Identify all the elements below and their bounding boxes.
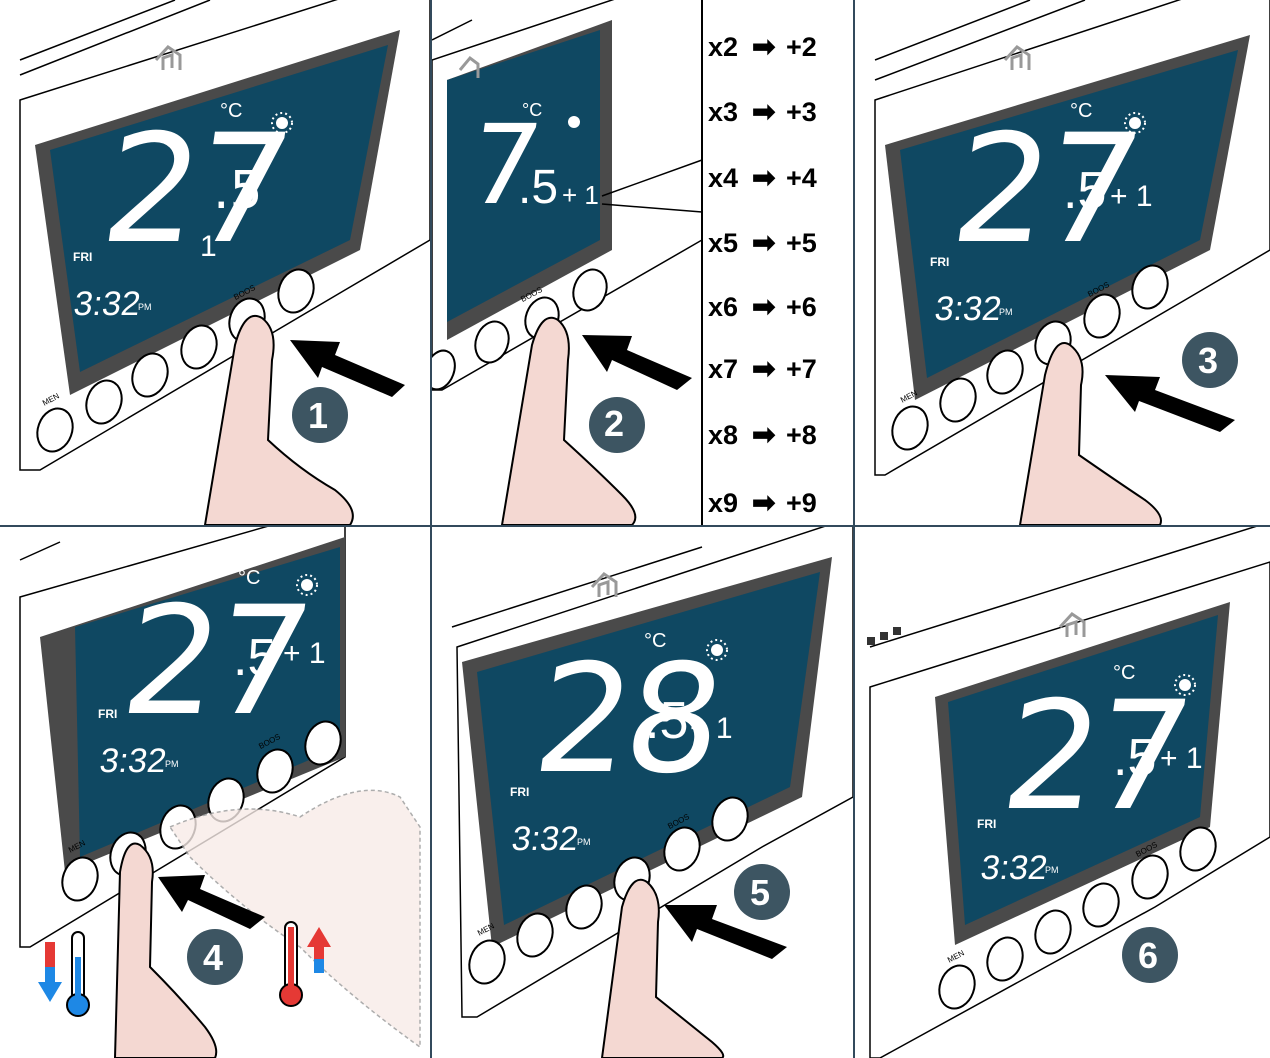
legend-result: +2: [786, 32, 817, 63]
sun-icon: [568, 116, 580, 128]
step-number: 1: [308, 395, 328, 437]
boost-indicator: + 1: [690, 712, 733, 746]
temperature-integer: 27: [94, 115, 294, 265]
panel-step-3: 27 .5 °C + 1 FRI 3:32 PM MEN BOOS 3: [855, 0, 1270, 525]
legend-row: x3 ➡ +3: [706, 97, 836, 137]
ghost-finger: [170, 790, 420, 1047]
legend-row: x8 ➡ +8: [706, 420, 836, 460]
unit-label: °C: [1070, 100, 1092, 123]
boost-indicator: 1: [200, 230, 217, 264]
temperature-decimal-digit: 5: [531, 161, 558, 214]
step-number: 4: [203, 937, 223, 979]
clock-time: 3:32: [71, 285, 143, 324]
legend-press: x9: [708, 488, 738, 519]
legend-result: +7: [786, 354, 817, 385]
temperature-decimal-digit: 5: [659, 692, 688, 750]
unit-label: °C: [238, 567, 260, 590]
boost-indicator: + 1: [1110, 180, 1153, 214]
panel-step-1: 27 .5 °C 1 FRI 3:32 PM MEN BOOS 1: [0, 0, 430, 525]
legend-press: x4: [708, 163, 738, 194]
day-label: FRI: [98, 707, 117, 721]
unit-label: °C: [522, 100, 542, 121]
boost-indicator: + 1: [1160, 742, 1203, 776]
ampm-label: PM: [577, 837, 591, 847]
legend-row: x2 ➡ +2: [706, 32, 836, 72]
arrow-right-icon: ➡: [752, 161, 775, 194]
legend-result: +4: [786, 163, 817, 194]
panel-step-4: 27 .5 °C + 1 FRI 3:32 PM MEN BOOS 4: [0, 527, 430, 1058]
legend-row: x6 ➡ +6: [706, 292, 836, 332]
press-arrow: [290, 340, 405, 397]
legend-row: x4 ➡ +4: [706, 163, 836, 203]
press-arrow: [582, 335, 692, 390]
clock-time: 3:32: [932, 290, 1004, 329]
temperature-decimal: .5: [1113, 732, 1156, 784]
temperature-decimal: .5: [233, 632, 276, 684]
legend-press: x7: [708, 354, 738, 385]
ampm-label: PM: [165, 759, 179, 769]
legend-press: x2: [708, 32, 738, 63]
temperature-decimal-digit: 5: [1127, 729, 1156, 787]
boost-indicator: + 1: [562, 180, 599, 211]
legend-row: x5 ➡ +5: [706, 228, 836, 268]
arrow-right-icon: ➡: [752, 95, 775, 128]
unit-label: °C: [1113, 662, 1135, 685]
legend-press: x3: [708, 97, 738, 128]
thermometer-cold-icon: [38, 932, 89, 1016]
arrow-right-icon: ➡: [752, 486, 775, 519]
step-number: 2: [604, 403, 624, 445]
legend-result: +9: [786, 488, 817, 519]
step-number: 3: [1198, 340, 1218, 382]
step-number: 5: [750, 872, 770, 914]
day-label: FRI: [73, 250, 92, 264]
ampm-label: PM: [1045, 865, 1059, 875]
legend-row: x9 ➡ +9: [706, 488, 836, 528]
legend-press: x5: [708, 228, 738, 259]
clock-time: 3:32: [978, 849, 1050, 888]
legend-press: x8: [708, 420, 738, 451]
arrow-right-icon: ➡: [752, 30, 775, 63]
arrow-right-icon: ➡: [752, 418, 775, 451]
ampm-label: PM: [999, 307, 1013, 317]
step-number: 6: [1138, 935, 1158, 977]
temperature-decimal: .5: [518, 160, 558, 215]
boost-press-legend: x2 ➡ +2 x3 ➡ +3 x4 ➡ +4 x5 ➡ +5 x6 ➡ +6 x7 ➡ +7 x8 ➡ +…: [706, 22, 836, 522]
panel-step-5: 28 .5 °C + 1 FRI 3:32 PM MEN BOOS 5: [432, 527, 853, 1058]
unit-label: °C: [220, 100, 242, 123]
day-label: FRI: [977, 817, 996, 831]
unit-label: °C: [644, 630, 666, 653]
clock-time: 3:32: [509, 820, 581, 859]
arrow-right-icon: ➡: [752, 290, 775, 323]
temperature-decimal: .5: [1063, 165, 1106, 217]
boost-indicator: + 1: [283, 637, 326, 671]
temperature-decimal-digit: 5: [1077, 162, 1106, 220]
legend-result: +5: [786, 228, 817, 259]
panel-step-6: 27 .5 °C + 1 FRI 3:32 PM MEN BOOS 6: [855, 527, 1270, 1058]
temperature-decimal-digit: 5: [247, 629, 276, 687]
clock-time: 3:32: [97, 742, 169, 781]
arrow-right-icon: ➡: [752, 352, 775, 385]
arrow-right-icon: ➡: [752, 226, 775, 259]
temperature-decimal-digit: 5: [230, 161, 263, 221]
temperature-decimal: .5: [645, 695, 688, 747]
day-label: FRI: [930, 255, 949, 269]
house-logo-icon: [592, 574, 616, 597]
legend-result: +8: [786, 420, 817, 451]
temperature-decimal: .5: [213, 165, 263, 217]
legend-result: +6: [786, 292, 817, 323]
legend-press: x6: [708, 292, 738, 323]
legend-result: +3: [786, 97, 817, 128]
ampm-label: PM: [138, 302, 152, 312]
legend-row: x7 ➡ +7: [706, 354, 836, 394]
day-label: FRI: [510, 785, 529, 799]
